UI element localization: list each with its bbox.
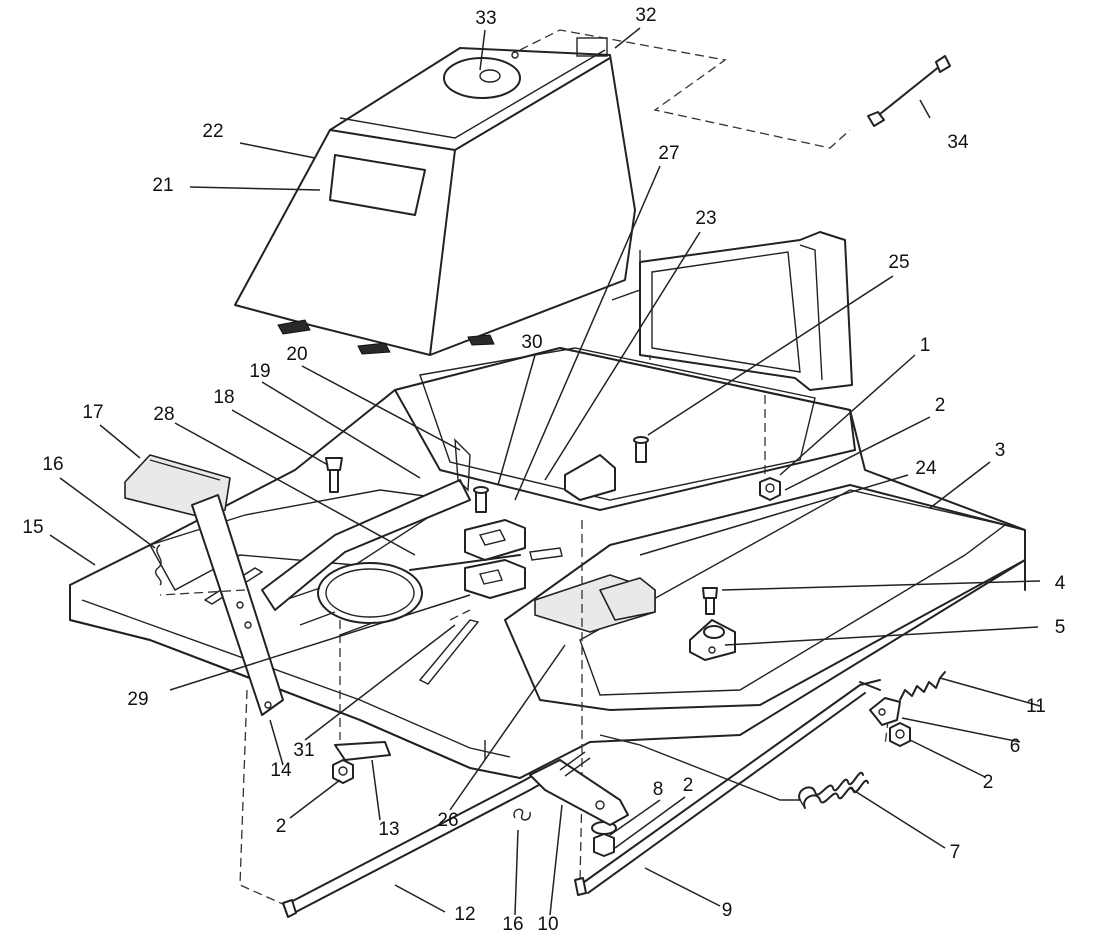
hex-nut-1 (759, 477, 781, 501)
leader-lines (49, 27, 1041, 916)
callout-34: 34 (947, 132, 969, 153)
spacer-13 (334, 741, 391, 761)
callout-10: 10 (537, 914, 558, 935)
callout-28: 28 (153, 404, 174, 425)
callout-2-a: 2 (935, 395, 946, 416)
switch-actuator-rod (409, 554, 521, 571)
callout-20: 20 (286, 344, 307, 365)
switch-bolt-25 (633, 436, 649, 463)
fuel-gauge-window (329, 154, 426, 216)
fuel-tank-dashed-outline (519, 29, 851, 149)
callout-25: 25 (888, 252, 909, 273)
callout-32: 32 (635, 5, 656, 26)
rod-9 (574, 679, 881, 896)
pedal-bolt-18 (325, 457, 343, 493)
switch-mounting-plate (261, 438, 471, 611)
fuel-tank (234, 47, 641, 356)
callout-33: 33 (475, 8, 496, 29)
chassis-frame (69, 347, 1026, 779)
brake-rod-12 (282, 759, 566, 918)
callout-31: 31 (293, 740, 314, 761)
callout-23: 23 (695, 208, 716, 229)
callout-2-b: 2 (683, 775, 694, 796)
callout-30: 30 (521, 332, 542, 353)
pivot-bolt (702, 587, 718, 615)
callout-11: 11 (1026, 696, 1046, 717)
switch-bracket-right (564, 454, 616, 501)
callout-3: 3 (995, 440, 1006, 461)
callout-6: 6 (1010, 736, 1021, 757)
compression-spring-7 (798, 771, 869, 809)
rod-loop (599, 734, 800, 801)
interlock-switch-lower (464, 559, 526, 599)
hex-nut-2-left (332, 759, 354, 784)
callout-12: 12 (454, 904, 475, 925)
linkage-plate-10 (529, 759, 629, 826)
callout-22: 22 (202, 121, 223, 142)
seat-support-bracket (639, 231, 853, 391)
callout-9: 9 (722, 900, 733, 921)
callout-labels: 1 2 3 4 5 6 7 8 2 9 10 11 12 13 14 15 16… (22, 5, 1065, 935)
callout-27: 27 (658, 143, 679, 164)
washer-and-nut (591, 821, 617, 857)
clevis-pin (559, 751, 591, 777)
callout-19: 19 (249, 361, 270, 382)
callout-14: 14 (270, 760, 292, 781)
hex-nut-2-right (889, 722, 911, 747)
callout-18: 18 (213, 387, 234, 408)
callout-29: 29 (127, 689, 148, 710)
pivot-bushing (689, 619, 736, 661)
callout-8: 8 (653, 779, 664, 800)
hairpin-clip-lower (513, 808, 531, 821)
brake-pedal (124, 454, 284, 716)
callout-1: 1 (920, 335, 931, 356)
callout-26: 26 (437, 810, 458, 831)
callout-4: 4 (1055, 573, 1066, 594)
callout-17: 17 (82, 402, 103, 423)
callout-2-d: 2 (983, 772, 994, 793)
mounting-block (534, 574, 656, 633)
bell-crank-6 (869, 697, 901, 726)
callout-7: 7 (950, 842, 961, 863)
callout-21: 21 (152, 175, 173, 196)
callout-15: 15 (22, 517, 43, 538)
callout-2-c: 2 (276, 816, 287, 837)
callout-13: 13 (378, 819, 399, 840)
return-spring-11 (899, 671, 946, 701)
callout-16-a: 16 (42, 454, 63, 475)
hairpin-clip (154, 544, 162, 586)
interlock-switch-upper (464, 519, 526, 561)
callout-24: 24 (915, 458, 937, 479)
callout-16-b: 16 (502, 914, 523, 935)
callout-5: 5 (1055, 617, 1066, 638)
fuel-line (867, 55, 951, 127)
switch-bolt-30 (473, 486, 489, 513)
